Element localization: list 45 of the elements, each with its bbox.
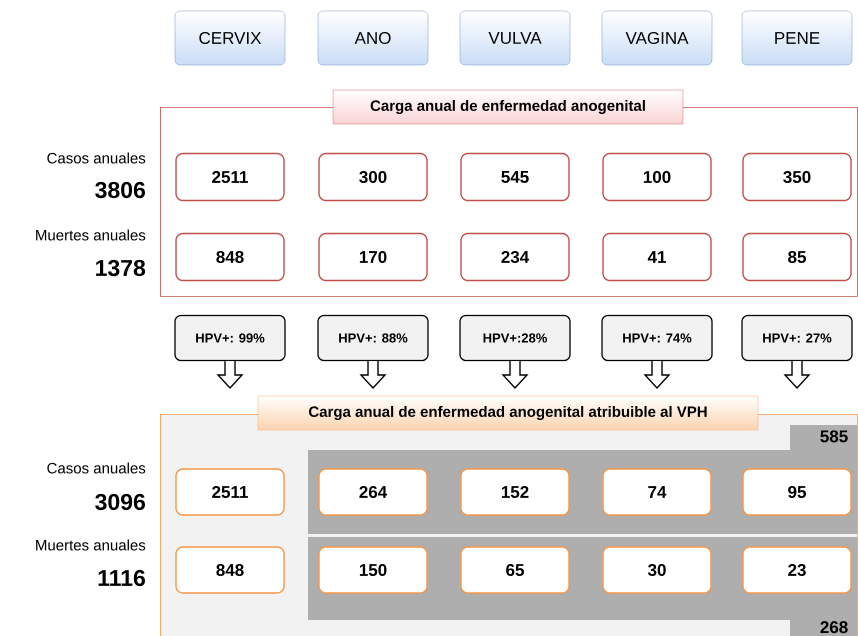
site-box: CERVIX [174, 10, 286, 66]
panel-title: Carga anual de enfermedad anogenital atribuible al VPH [258, 396, 758, 430]
value-box: 545 [460, 152, 570, 202]
value-box: 848 [175, 546, 285, 594]
block-arrow [501, 360, 529, 390]
value-box: 150 [318, 546, 428, 594]
site-box: VULVA [460, 10, 570, 66]
block-arrow [216, 360, 244, 390]
value-box: 85 [742, 232, 852, 282]
total-number: 1116 [98, 570, 145, 586]
site-box: PENE [742, 10, 852, 66]
site-box: VAGINA [602, 10, 712, 66]
callout-box: HPV+: 99% [174, 314, 286, 362]
row-label: Muertes anuales [36, 229, 146, 240]
value-box: 95 [742, 468, 852, 516]
value-box: 100 [602, 152, 712, 202]
value-box: 848 [175, 232, 285, 282]
value-box: 2511 [175, 152, 285, 202]
value-box: 300 [318, 152, 428, 202]
row-label: Casos anuales [47, 462, 146, 474]
value-box: 350 [742, 152, 852, 202]
total-number: 3096 [95, 494, 145, 510]
total-number: 3806 [95, 182, 145, 198]
callout-box: HPV+: 88% [317, 314, 429, 362]
block-arrow [783, 360, 811, 390]
value-box: 152 [460, 468, 570, 516]
block-arrow [359, 360, 387, 390]
value-box: 264 [318, 468, 428, 516]
total-number: 1378 [96, 260, 146, 276]
value-box: 234 [460, 232, 570, 282]
callout-box: HPV+: 27% [741, 314, 853, 362]
value-box: 41 [602, 232, 712, 282]
value-box: 30 [602, 546, 712, 594]
row-label: Casos anuales [47, 152, 146, 164]
callout-box: HPV+: 74% [601, 314, 713, 362]
value-box: 2511 [175, 468, 285, 516]
row-label: Muertes anuales [36, 539, 146, 550]
panel-title: Carga anual de enfermedad anogenital [332, 90, 684, 124]
value-box: 23 [742, 546, 852, 594]
block-arrow [643, 360, 671, 390]
value-box: 170 [318, 232, 428, 282]
value-box: 74 [602, 468, 712, 516]
callout-box: HPV+:28% [459, 314, 571, 362]
site-box: ANO [318, 10, 428, 66]
value-box: 65 [460, 546, 570, 594]
